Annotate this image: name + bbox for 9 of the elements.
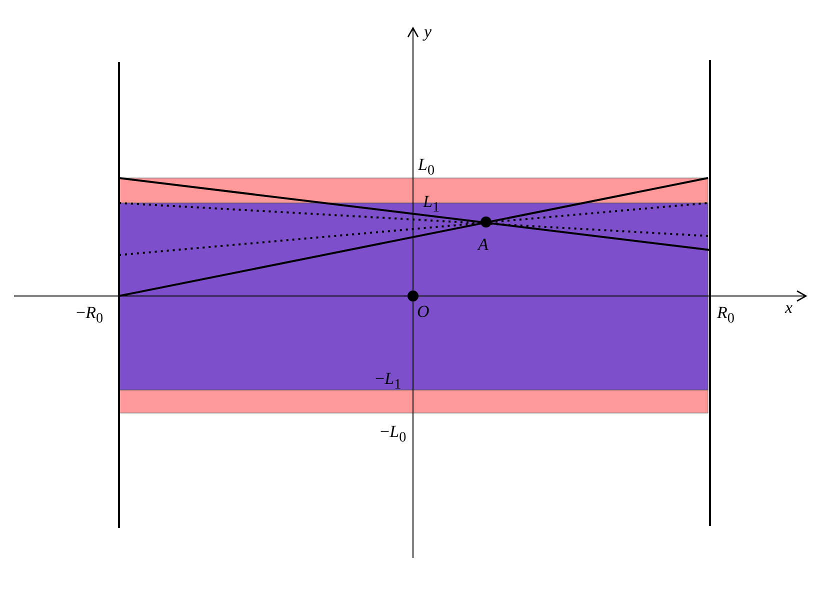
point-label: A <box>478 236 488 253</box>
level-label: −L$_{1}$ <box>375 370 402 392</box>
point-label: O <box>417 303 430 320</box>
axis-label: y <box>424 23 432 40</box>
axis-label: x <box>785 299 793 316</box>
level-label: −L$_{0}$ <box>380 423 406 445</box>
level-label: L$_{0}$ <box>418 156 435 178</box>
position-label: −R$_{0}$ <box>76 304 104 326</box>
position-label: R$_{0}$ <box>717 304 734 326</box>
